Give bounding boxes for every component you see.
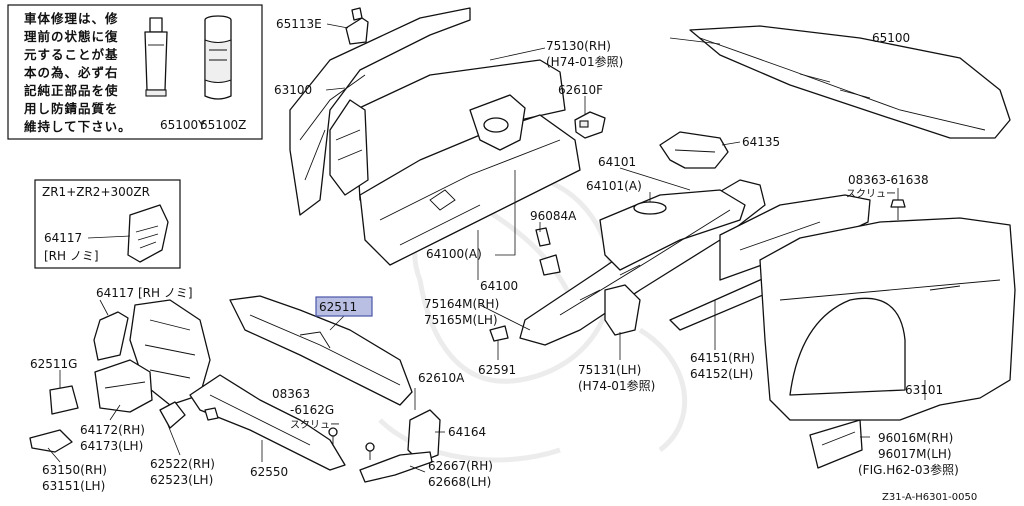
label-62591[interactable]: 62591 bbox=[478, 363, 516, 377]
label-75130-ref: (H74-01参照) bbox=[546, 54, 623, 69]
note-line-4: 記純正部品を使 bbox=[24, 83, 119, 98]
label-96016M[interactable]: 96016M(RH) bbox=[878, 431, 953, 445]
bracket-65113E bbox=[345, 7, 369, 45]
label-63150[interactable]: 63150(RH) bbox=[42, 463, 107, 477]
part-labels: 65113E 63100 75130(RH) (H74-01参照) 65100 … bbox=[30, 17, 977, 503]
inset-part-64117[interactable]: 64117 bbox=[44, 231, 82, 245]
label-screw-2: スクリュー bbox=[290, 419, 340, 431]
label-64135[interactable]: 64135 bbox=[742, 135, 780, 149]
label-62511G[interactable]: 62511G bbox=[30, 357, 77, 371]
label-64152[interactable]: 64152(LH) bbox=[690, 367, 753, 381]
inset-part-note: [RH ノミ] bbox=[44, 249, 99, 263]
label-62610A[interactable]: 62610A bbox=[418, 371, 465, 385]
label-65100Y[interactable]: 65100Y bbox=[160, 118, 206, 132]
spray-can-drawing bbox=[204, 15, 232, 100]
label-64117[interactable]: 64117 [RH ノミ] bbox=[96, 286, 193, 300]
front-lower-assembly bbox=[29, 299, 346, 471]
label-65100Z[interactable]: 65100Z bbox=[200, 118, 246, 132]
label-75131[interactable]: 75131(LH) bbox=[578, 363, 641, 377]
note-line-2: 元することが基 bbox=[24, 47, 119, 62]
note-line-0: 車体修理は、修 bbox=[24, 11, 119, 26]
label-96084A[interactable]: 96084A bbox=[530, 209, 577, 223]
label-64100A[interactable]: 64100(A) bbox=[426, 247, 482, 261]
label-62523[interactable]: 62523(LH) bbox=[150, 473, 213, 487]
label-75131-ref: (H74-01参照) bbox=[578, 378, 655, 393]
inset-title: ZR1+ZR2+300ZR bbox=[42, 185, 150, 199]
label-62667[interactable]: 62667(RH) bbox=[428, 459, 493, 473]
label-62511[interactable]: 62511 bbox=[319, 300, 357, 314]
label-64172[interactable]: 64172(RH) bbox=[80, 423, 145, 437]
note-line-5: 用し防錆品質を bbox=[23, 101, 119, 116]
note-line-3: 本の為、必ず右 bbox=[24, 65, 119, 80]
label-65113E[interactable]: 65113E bbox=[276, 17, 322, 31]
lock-support-parts bbox=[328, 227, 561, 483]
hood-65100 bbox=[689, 25, 1011, 139]
bracket-64135 bbox=[659, 131, 729, 169]
note-line-1: 理前の状態に復 bbox=[24, 29, 119, 44]
label-64101[interactable]: 64101 bbox=[598, 155, 636, 169]
diagram-code: Z31-A-H6301-0050 bbox=[882, 492, 977, 503]
screw-08363-61638 bbox=[890, 199, 906, 220]
label-62522[interactable]: 62522(RH) bbox=[150, 457, 215, 471]
label-64100[interactable]: 64100 bbox=[480, 279, 518, 293]
label-64164[interactable]: 64164 bbox=[448, 425, 486, 439]
label-65100[interactable]: 65100 bbox=[872, 31, 910, 45]
label-96017M[interactable]: 96017M(LH) bbox=[878, 447, 952, 461]
label-64173[interactable]: 64173(LH) bbox=[80, 439, 143, 453]
inset-zr-box: ZR1+ZR2+300ZR 64117 [RH ノミ] bbox=[34, 179, 181, 269]
label-75165M[interactable]: 75165M(LH) bbox=[424, 313, 498, 327]
sealant-tube-drawing bbox=[144, 17, 168, 97]
label-64101A[interactable]: 64101(A) bbox=[586, 179, 642, 193]
label-75130[interactable]: 75130(RH) bbox=[546, 39, 611, 53]
label-fig-ref: (FIG.H62-03参照) bbox=[858, 462, 959, 477]
front-apron-assembly bbox=[289, 7, 581, 266]
mudguard-96016M bbox=[809, 419, 863, 469]
core-support-62511 bbox=[229, 295, 413, 406]
front-fender-63101 bbox=[759, 217, 1016, 421]
highlight-62511 bbox=[315, 296, 373, 317]
label-6162G[interactable]: -6162G bbox=[290, 403, 334, 417]
label-75164M[interactable]: 75164M(RH) bbox=[424, 297, 499, 311]
repair-note-box: 車体修理は、修 理前の状態に復 元することが基 本の為、必ず右 記純正部品を使 … bbox=[7, 4, 263, 140]
label-62550[interactable]: 62550 bbox=[250, 465, 288, 479]
leader-lines bbox=[47, 23, 926, 473]
bracket-62610F bbox=[574, 111, 606, 139]
label-63100[interactable]: 63100 bbox=[274, 83, 312, 97]
label-64151[interactable]: 64151(RH) bbox=[690, 351, 755, 365]
label-08363-61638[interactable]: 08363-61638 bbox=[848, 173, 929, 187]
label-63101[interactable]: 63101 bbox=[905, 383, 943, 397]
note-line-6: 維持して下さい。 bbox=[24, 119, 132, 134]
label-62610F[interactable]: 62610F bbox=[558, 83, 603, 97]
label-62668[interactable]: 62668(LH) bbox=[428, 475, 491, 489]
label-screw-1: スクリュー bbox=[846, 188, 896, 200]
label-08363[interactable]: 08363 bbox=[272, 387, 310, 401]
label-63151[interactable]: 63151(LH) bbox=[42, 479, 105, 493]
